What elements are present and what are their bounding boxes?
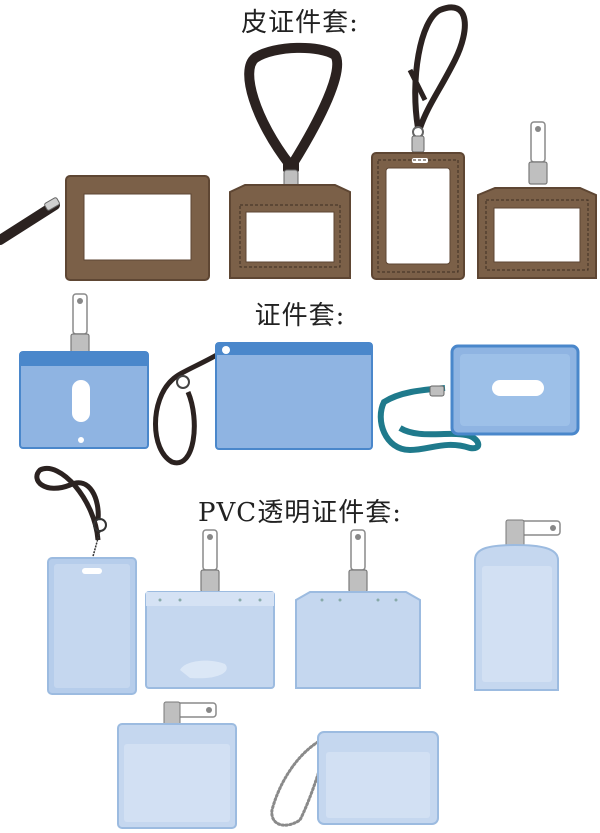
card-section-title: 证件套: [254, 301, 346, 331]
card-holder-with-black-cord [153, 342, 373, 466]
leather-holder-horizontal-lanyard [229, 42, 351, 279]
pvc-holder-vertical-lanyard [34, 465, 137, 695]
leather-section-title: 皮证件套: [241, 8, 359, 38]
pvc-section-title: PVC透明证件套: [198, 498, 402, 528]
leather-holder-wristlet [0, 175, 210, 281]
pvc-holder-ball-chain [270, 731, 439, 827]
pvc-holder-notched-clip [295, 529, 421, 689]
pvc-holder-horizontal-clip [145, 529, 275, 689]
pvc-holder-tall-clip [474, 519, 561, 691]
card-holder-with-teal-lanyard [377, 344, 580, 454]
pvc-holder-wide-clip [117, 701, 237, 829]
card-holder-clip-slot [19, 293, 149, 449]
leather-holder-vertical-lanyard [371, 4, 468, 280]
leather-holder-with-clip [477, 121, 597, 279]
